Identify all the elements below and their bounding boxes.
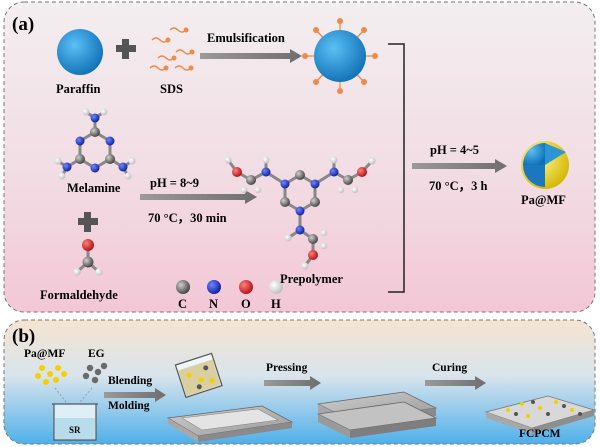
melamine-label: Melamine bbox=[67, 181, 121, 195]
pressing-arrow bbox=[264, 376, 321, 390]
mold-tray bbox=[166, 405, 294, 442]
condition-2-ph: pH = 4~5 bbox=[430, 143, 480, 157]
plus-icon bbox=[116, 39, 136, 59]
legend-hydrogen bbox=[269, 280, 283, 294]
molding-label: Molding bbox=[108, 400, 150, 412]
blending-arrow bbox=[104, 388, 166, 402]
legend-nitrogen bbox=[207, 280, 221, 294]
press-stack bbox=[316, 391, 438, 438]
legend-carbon bbox=[176, 280, 190, 294]
prepolymer-atoms bbox=[224, 156, 376, 270]
pouring-cup bbox=[174, 352, 223, 399]
sr-beaker bbox=[52, 403, 98, 441]
eg-particles bbox=[82, 362, 108, 384]
plus-icon-2 bbox=[78, 212, 98, 232]
blending-label: Blending bbox=[108, 375, 153, 387]
pamf-product-label: Pa@MF bbox=[521, 193, 566, 207]
fcpcm-slab bbox=[484, 395, 596, 434]
panel-b-tag: (b) bbox=[12, 326, 36, 347]
condition-2-temp: 70 °C，3 h bbox=[429, 179, 488, 193]
prepolymer-label: Prepolymer bbox=[280, 272, 343, 286]
sr-label: SR bbox=[69, 425, 81, 435]
reaction-arrow-2 bbox=[412, 159, 507, 173]
legend-carbon-label: C bbox=[178, 297, 188, 311]
pamf-particles bbox=[35, 365, 67, 385]
pamf-capsule bbox=[521, 141, 569, 189]
legend-hydrogen-label: H bbox=[271, 297, 281, 311]
formaldehyde-molecule bbox=[73, 239, 103, 276]
paraffin-sphere bbox=[57, 29, 103, 75]
curing-label: Curing bbox=[432, 362, 468, 374]
formaldehyde-label: Formaldehyde bbox=[40, 288, 118, 302]
reaction-arrow-1 bbox=[140, 190, 257, 204]
bracket bbox=[388, 43, 405, 293]
legend-nitrogen-label: N bbox=[209, 297, 219, 311]
sds-heads bbox=[163, 27, 195, 71]
emulsification-label: Emulsification bbox=[207, 31, 285, 45]
sds-label: SDS bbox=[160, 82, 183, 96]
fcpcm-label: FCPCM bbox=[519, 428, 561, 440]
sds-molecules bbox=[149, 27, 193, 71]
pamf-input-label: Pa@MF bbox=[24, 348, 66, 360]
condition-1-temp: 70 °C，30 min bbox=[148, 211, 227, 225]
legend-oxygen bbox=[239, 280, 253, 294]
eg-label: EG bbox=[88, 348, 105, 360]
curing-arrow bbox=[425, 376, 486, 390]
paraffin-label: Paraffin bbox=[56, 82, 101, 96]
atom-legend bbox=[176, 280, 283, 294]
legend-oxygen-label: O bbox=[241, 297, 251, 311]
feed-lines bbox=[54, 387, 93, 403]
emulsification-arrow bbox=[200, 49, 302, 63]
panel-a-tag: (a) bbox=[12, 14, 35, 35]
melamine-atoms bbox=[54, 108, 136, 180]
pressing-label: Pressing bbox=[266, 362, 308, 374]
panel-a-background bbox=[3, 1, 596, 313]
emulsion-droplet bbox=[302, 18, 378, 94]
condition-1-ph: pH = 8~9 bbox=[150, 176, 200, 190]
